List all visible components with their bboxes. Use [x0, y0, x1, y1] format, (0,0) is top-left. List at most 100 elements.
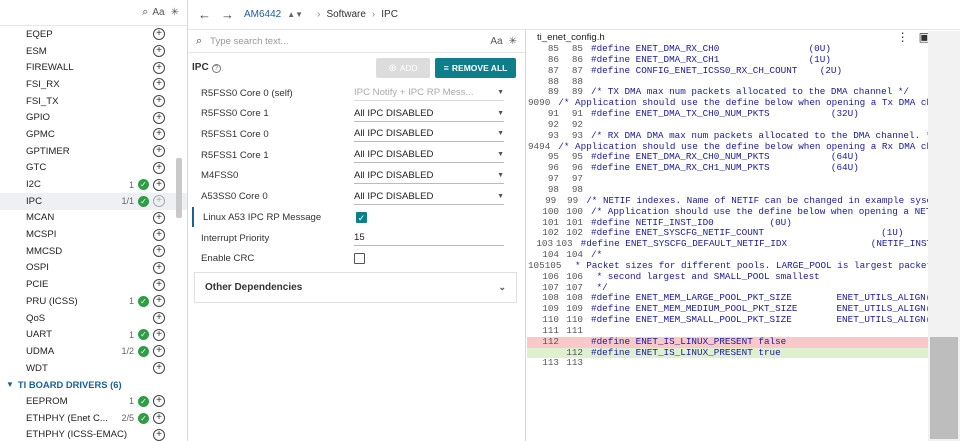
code-text: #define ENET_MEM_LARGE_POOL_PKT_SIZE ENE…	[591, 292, 932, 304]
breadcrumb-device[interactable]: AM6442	[244, 9, 282, 20]
save-icon[interactable]: ▣	[918, 30, 930, 44]
remove-all-button[interactable]: ≡REMOVE ALL	[435, 58, 516, 78]
match-case-toggle[interactable]: Aa	[152, 7, 165, 18]
add-icon[interactable]: +	[153, 178, 165, 191]
sidebar-item[interactable]: GTC+	[0, 160, 187, 177]
add-icon[interactable]: +	[153, 295, 165, 308]
select-value: All IPC DISABLED	[354, 169, 434, 181]
help-icon[interactable]: ?	[211, 64, 221, 73]
add-icon[interactable]: +	[153, 111, 165, 124]
line-number-left: 87	[547, 64, 559, 76]
regex-toggle-icon[interactable]: ✳	[170, 7, 179, 18]
core-ipc-select[interactable]: All IPC DISABLED▼	[354, 189, 504, 205]
line-number-right: 103	[555, 238, 573, 250]
sidebar-search-bar[interactable]: ⌕ Aa ✳	[0, 0, 187, 26]
core-ipc-select[interactable]: All IPC DISABLED▼	[354, 106, 504, 122]
core-ipc-select[interactable]: IPC Notify + IPC RP Mess...▼	[354, 85, 504, 101]
config-search-input[interactable]: Type search text...	[210, 35, 289, 47]
add-icon[interactable]: +	[153, 211, 165, 224]
add-icon[interactable]: +	[153, 61, 165, 74]
sidebar-item[interactable]: MCSPI+	[0, 226, 187, 243]
sidebar-item[interactable]: GPTIMER+	[0, 143, 187, 160]
dropdown-arrow-icon: ▼	[497, 171, 504, 179]
linux-ipc-checkbox[interactable]: ✓	[356, 211, 367, 223]
line-number-right: 107	[566, 281, 583, 293]
sidebar-item[interactable]: FSI_RX +	[0, 76, 187, 93]
back-arrow-icon[interactable]: ←	[198, 7, 211, 22]
add-icon[interactable]: +	[153, 128, 165, 141]
sidebar-item[interactable]: MMCSD+	[0, 243, 187, 260]
sidebar-item[interactable]: ETHPHY (ICSS-EMAC)+	[0, 427, 187, 441]
crc-checkbox[interactable]	[354, 252, 365, 264]
sidebar-item-label: WDT	[26, 362, 48, 374]
add-icon[interactable]: +	[153, 245, 165, 258]
match-case-toggle[interactable]: Aa	[490, 35, 503, 47]
sidebar-item[interactable]: GPMC+	[0, 126, 187, 143]
sidebar-group-header[interactable]: ▼TI BOARD DRIVERS (6)	[0, 376, 187, 393]
sidebar-item[interactable]: ETHPHY (Enet C...2/5✓+	[0, 410, 187, 427]
sidebar-item[interactable]: PCIE+	[0, 276, 187, 293]
add-icon[interactable]: +	[153, 345, 165, 358]
breadcrumb: ← → AM6442 ▲▼ › Software › IPC	[188, 0, 960, 30]
sidebar-item[interactable]: EQEP+	[0, 26, 187, 43]
add-icon[interactable]: +	[153, 278, 165, 291]
sidebar-item[interactable]: ESM+	[0, 43, 187, 60]
priority-input[interactable]: 15	[354, 230, 504, 246]
regex-toggle-icon[interactable]: ✳	[508, 35, 517, 47]
add-icon[interactable]: +	[153, 428, 165, 441]
add-icon[interactable]: +	[153, 145, 165, 158]
sidebar-item[interactable]: FIREWALL+	[0, 59, 187, 76]
sidebar-item[interactable]: GPIO+	[0, 109, 187, 126]
more-options-icon[interactable]: ⋮	[896, 30, 909, 44]
sidebar-item[interactable]: QoS+	[0, 310, 187, 327]
sidebar-scrollbar[interactable]	[176, 158, 182, 218]
editor-scrollbar[interactable]	[928, 31, 960, 441]
add-button[interactable]: ⊕ADD	[376, 58, 430, 78]
dropdown-arrow-icon: ▼	[497, 89, 504, 96]
editor-scrollbar-thumb[interactable]	[930, 337, 958, 439]
core-ipc-select[interactable]: All IPC DISABLED▼	[354, 147, 504, 164]
add-icon[interactable]: +	[153, 195, 165, 208]
add-icon[interactable]: +	[153, 228, 165, 241]
line-number-left: 99	[545, 194, 557, 206]
add-icon[interactable]: +	[153, 95, 165, 108]
add-icon[interactable]: +	[153, 161, 165, 174]
check-icon: ✓	[138, 395, 149, 407]
sidebar-item[interactable]: OSPI+	[0, 260, 187, 277]
add-icon[interactable]: +	[153, 261, 165, 274]
select-value: All IPC DISABLED	[354, 107, 434, 119]
add-icon[interactable]: +	[153, 328, 165, 341]
search-icon[interactable]: ⌕	[142, 6, 149, 18]
add-icon[interactable]: +	[153, 312, 165, 325]
item-count: 2/5	[121, 413, 134, 424]
check-icon: ✓	[138, 329, 149, 341]
sidebar-item[interactable]: PRU (ICSS)1✓+	[0, 293, 187, 310]
core-ipc-select[interactable]: All IPC DISABLED▼	[354, 126, 504, 143]
add-icon[interactable]: +	[153, 412, 165, 425]
sidebar-item[interactable]: FSI_TX+	[0, 93, 187, 110]
forward-arrow-icon[interactable]: →	[221, 7, 234, 22]
sidebar-item[interactable]: WDT +	[0, 360, 187, 377]
core-ipc-select[interactable]: All IPC DISABLED ▼	[354, 168, 504, 184]
other-dependencies-section[interactable]: Other Dependencies ⌄	[194, 272, 517, 303]
add-icon[interactable]: +	[153, 362, 165, 375]
sidebar-item-label: FSI_RX	[26, 78, 60, 90]
line-number-right: 111	[566, 324, 583, 336]
add-icon[interactable]: +	[153, 395, 165, 408]
add-icon[interactable]: +	[153, 45, 165, 58]
add-icon[interactable]: +	[153, 28, 165, 41]
config-search-bar[interactable]: ⌕ Type search text... Aa ✳	[188, 30, 525, 53]
breadcrumb-software[interactable]: Software	[326, 9, 366, 20]
device-select-icon[interactable]: ▲▼	[287, 10, 304, 19]
add-icon[interactable]: +	[153, 78, 165, 91]
sidebar-item[interactable]: MCAN+	[0, 210, 187, 227]
